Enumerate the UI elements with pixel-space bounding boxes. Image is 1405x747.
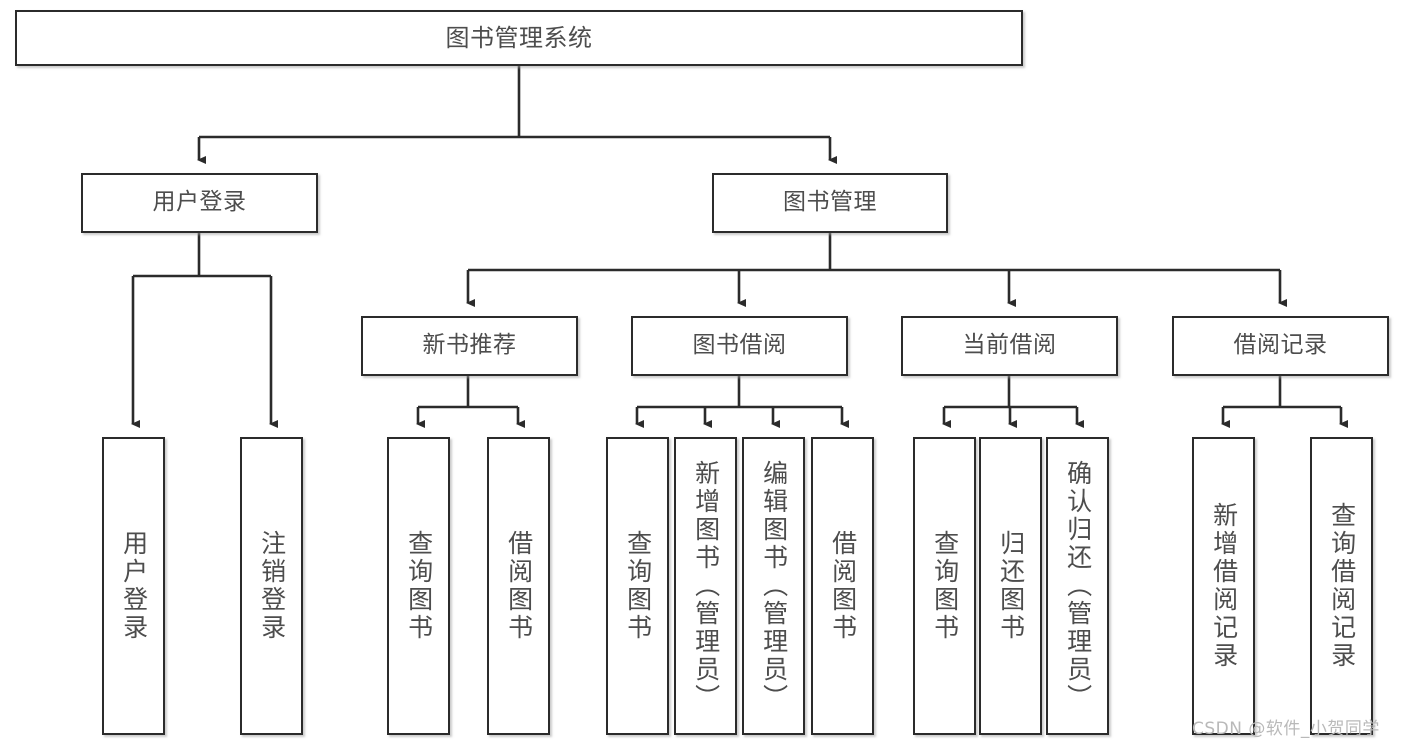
leaf-new-book-borrow-books[interactable]: 借阅图书 [487,437,550,735]
leaf-book-borrow-edit-book-admin[interactable]: 编辑图书（管理员） [742,437,805,735]
node-current-borrow[interactable]: 当前借阅 [901,316,1118,376]
node-root-book-management-system[interactable]: 图书管理系统 [15,10,1023,66]
leaf-book-borrow-borrow-books[interactable]: 借阅图书 [811,437,874,735]
node-label: 图书管理系统 [445,23,593,52]
node-label: 注销登录 [257,530,287,642]
leaf-book-borrow-query-books[interactable]: 查询图书 [606,437,669,735]
leaf-user-login-login[interactable]: 用户登录 [102,437,165,735]
leaf-new-book-query-books[interactable]: 查询图书 [387,437,450,735]
node-label: 查询图书 [404,530,434,642]
node-label: 当前借阅 [962,332,1057,359]
leaf-current-borrow-confirm-return-admin[interactable]: 确认归还（管理员） [1046,437,1109,735]
node-label: 图书借阅 [692,332,787,359]
leaf-borrow-record-query-record[interactable]: 查询借阅记录 [1310,437,1373,735]
node-label: 查询图书 [930,530,960,642]
node-label: 借阅记录 [1233,332,1328,359]
node-label: 新增借阅记录 [1209,502,1239,670]
leaf-user-login-logout[interactable]: 注销登录 [240,437,303,735]
node-label: 新书推荐 [422,332,517,359]
leaf-current-borrow-query-books[interactable]: 查询图书 [913,437,976,735]
node-label: 确认归还（管理员） [1063,460,1093,712]
node-label: 编辑图书（管理员） [759,460,789,712]
node-label: 归还图书 [996,530,1026,642]
node-label: 新增图书（管理员） [691,460,721,712]
node-user-login[interactable]: 用户登录 [81,173,318,233]
leaf-book-borrow-add-book-admin[interactable]: 新增图书（管理员） [674,437,737,735]
leaf-current-borrow-return-books[interactable]: 归还图书 [979,437,1042,735]
node-label: 借阅图书 [504,530,534,642]
node-label: 用户登录 [119,530,149,642]
node-book-borrow[interactable]: 图书借阅 [631,316,848,376]
node-label: 图书管理 [783,189,877,216]
node-borrow-record[interactable]: 借阅记录 [1172,316,1389,376]
node-label: 借阅图书 [828,530,858,642]
node-label: 用户登录 [152,189,247,216]
node-new-book-recommendation[interactable]: 新书推荐 [361,316,578,376]
node-book-management[interactable]: 图书管理 [712,173,948,233]
leaf-borrow-record-add-record[interactable]: 新增借阅记录 [1192,437,1255,735]
csdn-watermark: CSDN @软件_小贺同学 [1192,719,1380,739]
node-label: 查询借阅记录 [1327,502,1357,670]
node-label: 查询图书 [623,530,653,642]
